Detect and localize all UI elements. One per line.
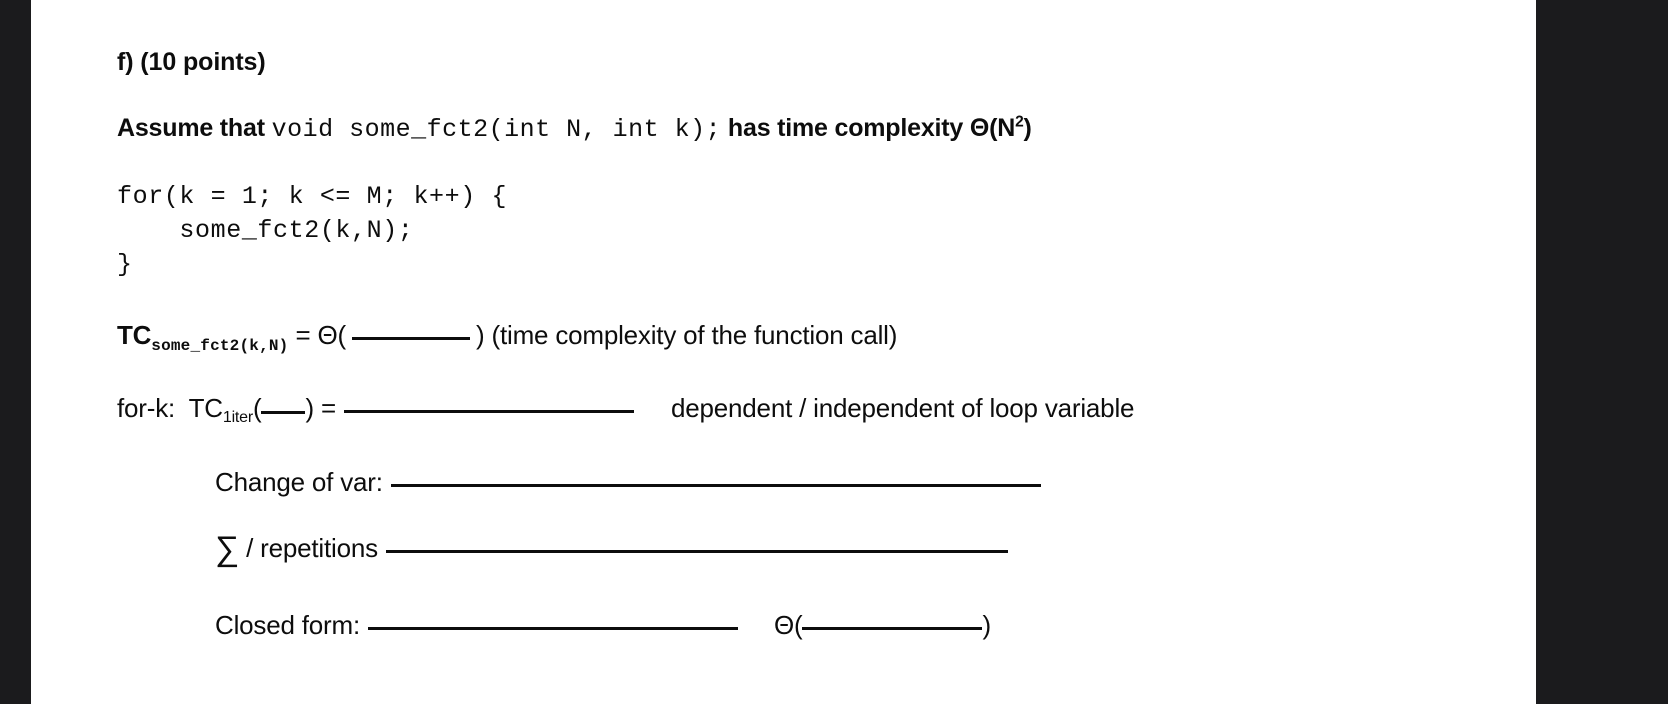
- code-line-1: for(k = 1; k <= M; k++) {: [117, 182, 508, 211]
- change-of-var-label: Change of var:: [215, 467, 383, 497]
- assume-suffix-end: ): [1023, 114, 1032, 142]
- closed-form-label: Closed form:: [215, 610, 360, 640]
- answer-blank-tc-call[interactable]: [352, 337, 471, 340]
- code-line-2: some_fct2(k,N);: [117, 216, 414, 245]
- assume-statement: Assume that void some_fct2(int N, int k)…: [117, 114, 1032, 144]
- tc-iter-subscript: 1iter: [222, 409, 254, 426]
- code-block: for(k = 1; k <= M; k++) { some_fct2(k,N)…: [117, 180, 507, 282]
- closed-form-theta-close: ): [982, 610, 991, 640]
- complexity-exponent: 2: [1015, 113, 1024, 131]
- tc-subscript: some_fct2(k,N): [151, 337, 289, 355]
- code-line-3: }: [117, 250, 133, 279]
- tc-iter-label: TC: [188, 393, 223, 423]
- theta-close: ): [476, 320, 485, 350]
- answer-blank-closed-form[interactable]: [367, 627, 738, 630]
- closed-form-row: Closed form: Θ(): [215, 610, 991, 641]
- question-label: f) (10 points): [117, 48, 266, 76]
- function-signature: void some_fct2(int N, int k);: [271, 115, 722, 144]
- answer-blank-iter-expression[interactable]: [343, 410, 634, 413]
- for-k-label: for-k:: [117, 393, 176, 423]
- assume-prefix: Assume that: [117, 114, 272, 142]
- answer-blank-closed-form-theta[interactable]: [802, 627, 983, 630]
- dependency-choice: dependent / independent of loop variable: [671, 393, 1135, 423]
- tc-call-note: (time complexity of the function call): [491, 320, 898, 350]
- answer-blank-change-of-var[interactable]: [390, 484, 1041, 487]
- answer-blank-iter-variable[interactable]: [261, 411, 306, 414]
- for-k-line: for-k: TC1iter() = dependent / independe…: [117, 393, 1134, 427]
- document-sheet: f) (10 points) Assume that void some_fct…: [31, 0, 1536, 704]
- tc-function-call-line: TCsome_fct2(k,N) = Θ() (time complexity …: [117, 320, 897, 355]
- tc-iter-equals: =: [320, 393, 336, 423]
- tc-label: TC: [117, 320, 152, 350]
- answer-blank-repetitions[interactable]: [385, 550, 1008, 553]
- theta-open: Θ(: [317, 320, 347, 350]
- repetitions-label: / repetitions: [246, 533, 378, 563]
- assume-suffix: has time complexity Θ(N: [721, 114, 1016, 142]
- closed-form-theta-open: Θ(: [773, 610, 803, 640]
- tc-iter-paren-close: ): [305, 393, 314, 423]
- tc-equals: =: [288, 320, 318, 350]
- sum-repetitions-row: ∑ / repetitions: [215, 532, 1008, 566]
- change-of-var-row: Change of var:: [215, 467, 1041, 498]
- tc-iter-paren-open: (: [253, 393, 262, 423]
- sigma-symbol: ∑: [215, 530, 240, 568]
